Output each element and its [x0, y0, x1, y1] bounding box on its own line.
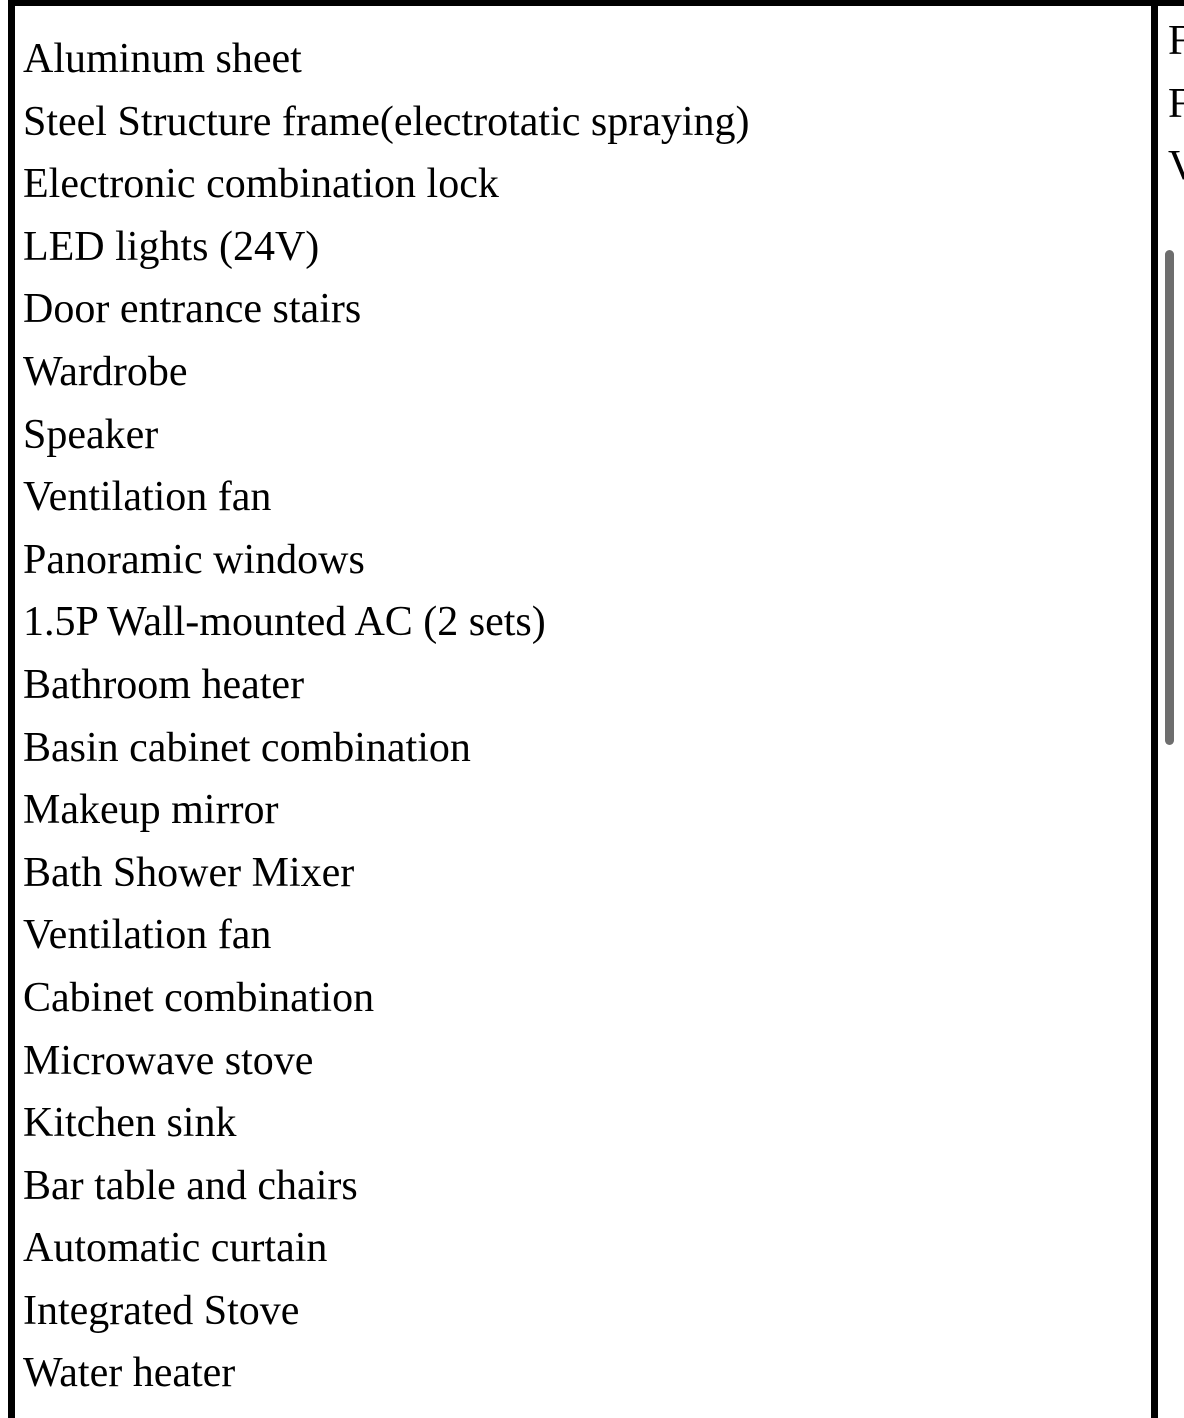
right-column-fragment: F: [1168, 18, 1184, 64]
list-item: Bar table and chairs: [23, 1162, 358, 1209]
list-item: Wardrobe: [23, 348, 188, 395]
list-item: 1.5P Wall-mounted AC (2 sets): [23, 599, 546, 646]
list-item: Bathroom heater: [23, 661, 305, 708]
right-column-fragment: V: [1168, 143, 1184, 190]
list-item: Kitchen sink: [23, 1100, 237, 1147]
table-column-divider: [1151, 0, 1158, 1418]
list-item: Ventilation fan: [23, 474, 272, 521]
list-item: Water heater: [23, 1350, 236, 1397]
list-item: Panoramic windows: [23, 536, 365, 583]
list-item: Makeup mirror: [23, 787, 279, 834]
list-item: Aluminum sheet: [23, 36, 302, 82]
vertical-scrollbar[interactable]: [1165, 250, 1174, 745]
list-item: Electronic combination lock: [23, 161, 499, 208]
list-item: Bath Shower Mixer: [23, 849, 355, 896]
table-top-border: [8, 0, 1184, 6]
list-item: Cabinet combination: [23, 974, 375, 1021]
right-column-fragment: F: [1168, 80, 1184, 127]
list-item: LED lights (24V): [23, 223, 320, 270]
list-item: Microwave stove: [23, 1037, 314, 1084]
list-item: Ventilation fan: [23, 912, 272, 959]
list-item: Integrated Stove: [23, 1287, 300, 1334]
list-item: Automatic curtain: [23, 1225, 328, 1272]
list-item: Speaker: [23, 411, 159, 458]
list-item: Steel Structure frame(electrotatic spray…: [23, 98, 750, 145]
list-item: Door entrance stairs: [23, 286, 362, 333]
list-item: Basin cabinet combination: [23, 724, 471, 771]
item-list-cell: Aluminum sheet Steel Structure frame(ele…: [23, 28, 1143, 1405]
right-column-cell: F F V: [1168, 10, 1184, 198]
table-left-border: [8, 0, 15, 1418]
